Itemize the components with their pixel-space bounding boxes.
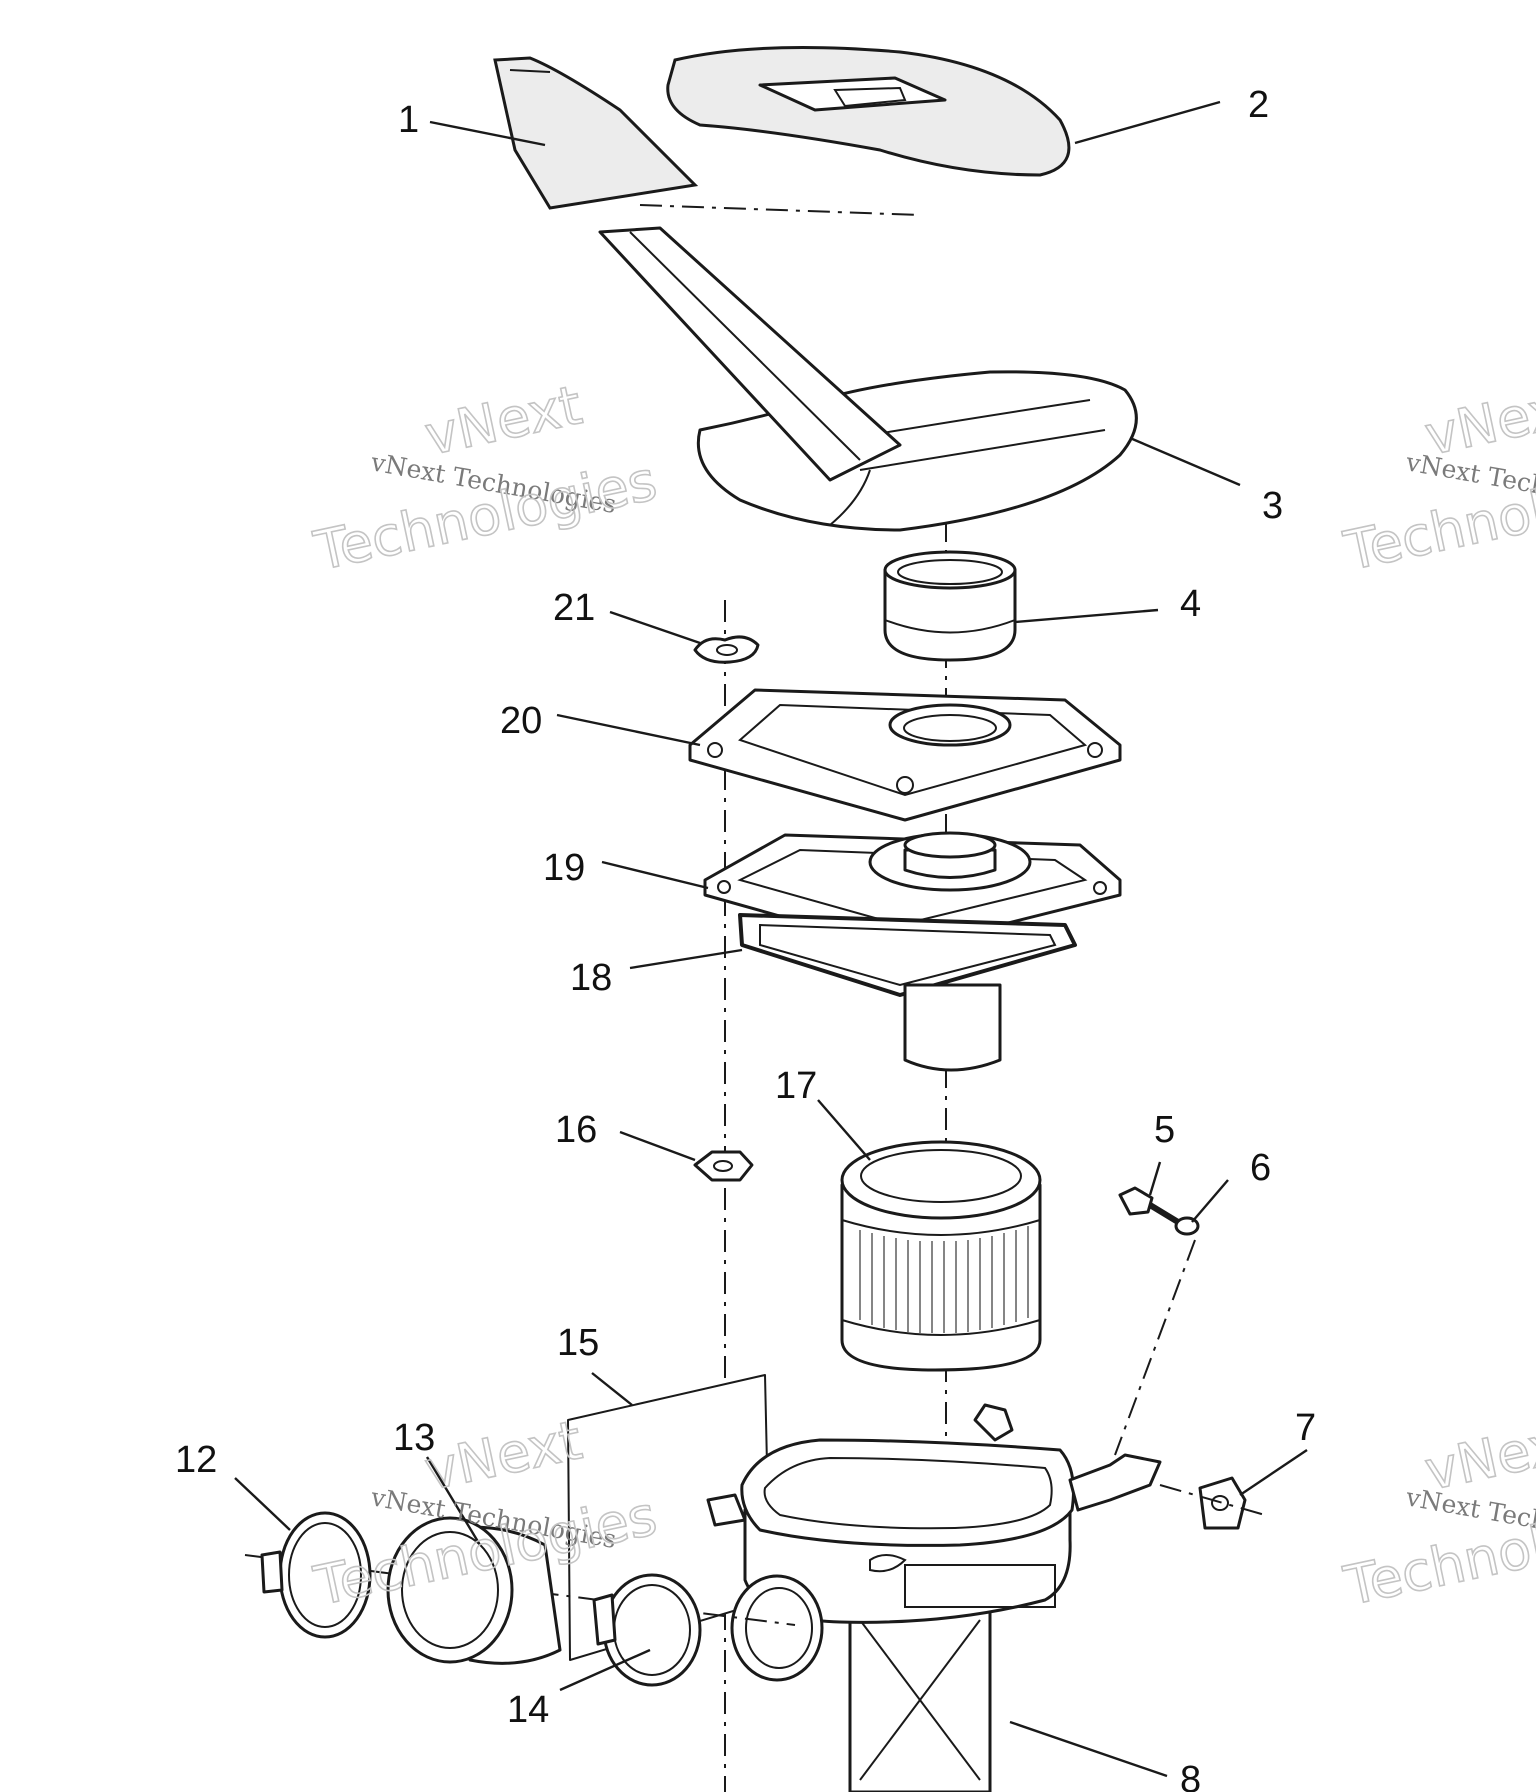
axis-part-7: [1159, 1484, 1266, 1516]
part-13-intake-duct: [386, 1516, 562, 1665]
axis-part-1-to-3: [639, 204, 921, 216]
watermark-big-1: vNext: [420, 1408, 587, 1502]
callout-12: 12: [175, 1439, 217, 1481]
callout-7: 7: [1295, 1407, 1316, 1449]
watermark-right-top: vNext vNext Technologies Technologies: [1338, 372, 1536, 583]
part-20-top-plate: [688, 688, 1122, 822]
part-5-bolt: [1118, 1186, 1180, 1225]
part-2-foam-pad: [666, 46, 1071, 177]
callout-18: 18: [570, 957, 612, 999]
callout-labels: 1 2 3 4 5 6 7 8 12 13 14 15 16 17 18 19 …: [175, 84, 1316, 1792]
part-21-wing-nut: [693, 635, 760, 664]
part-12-clamp: [260, 1511, 372, 1639]
part-16-nut: [693, 1150, 754, 1182]
callout-15: 15: [557, 1322, 599, 1364]
part-8-airbox-body: [706, 1403, 1162, 1792]
callout-17: 17: [775, 1065, 817, 1107]
callout-14: 14: [507, 1689, 549, 1731]
part-4-coupler-ring: [883, 550, 1017, 662]
callout-13: 13: [393, 1417, 435, 1459]
callout-21: 21: [553, 587, 595, 629]
callout-20: 20: [500, 700, 542, 742]
callout-1: 1: [398, 99, 419, 141]
callout-19: 19: [543, 847, 585, 889]
axis-part-6: [1114, 1239, 1196, 1456]
callout-3: 3: [1262, 485, 1283, 527]
callout-2: 2: [1248, 84, 1269, 126]
callout-5: 5: [1154, 1109, 1175, 1151]
part-3-intake-cover: [598, 226, 1138, 532]
watermark-big-1: vNext: [420, 373, 587, 467]
housing-outlet-tube: [903, 983, 1002, 1072]
part-18-gasket: [738, 913, 1077, 997]
leader-lines: [234, 100, 1308, 1778]
callout-4: 4: [1180, 583, 1201, 625]
part-17-filter-element: [840, 1140, 1042, 1372]
part-14-clamp: [592, 1573, 702, 1687]
part-1-deflector: [493, 56, 699, 210]
watermark-left-top: vNext vNext Technologies Technologies: [308, 372, 663, 583]
watermark-right-bottom: vNext vNext Technologies Technologies: [1338, 1407, 1536, 1618]
callout-8: 8: [1180, 1759, 1201, 1792]
airbox-side-inlet: [730, 1574, 824, 1682]
callout-6: 6: [1250, 1147, 1271, 1189]
part-7-clip: [1198, 1476, 1247, 1530]
callout-16: 16: [555, 1109, 597, 1151]
